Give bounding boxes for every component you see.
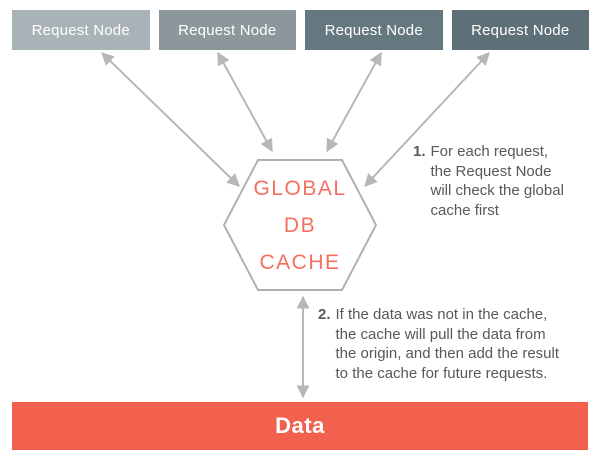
cache-label-line: GLOBAL: [253, 176, 347, 200]
annotation-line: cache first: [430, 201, 499, 219]
request-node-2: Request Node: [158, 10, 296, 50]
request-node-3: Request Node: [305, 10, 443, 50]
cache-hexagon-label: GLOBAL DB CACHE: [224, 160, 376, 290]
annotation-2: 2. If the data was not in the cache, the…: [318, 305, 559, 383]
data-origin-bar: Data: [12, 402, 588, 450]
annotation-2-number: 2.: [318, 306, 331, 323]
annotation-1: 1. For each request, the Request Node wi…: [413, 142, 564, 220]
arrow-node3-cache: [326, 51, 382, 153]
annotation-line: to the cache for future requests.: [335, 364, 548, 382]
cache-label-line: DB: [283, 213, 317, 237]
arrow-node1-cache: [101, 52, 240, 187]
annotation-line: the origin, and then add the result: [335, 345, 560, 362]
annotation-line: For each request,: [430, 143, 549, 160]
arrow-node2-cache: [217, 51, 273, 153]
annotation-2-text: If the data was not in the cache, the ca…: [336, 305, 560, 383]
annotation-line: the Request Node: [430, 162, 552, 180]
cache-label-line: CACHE: [259, 250, 341, 274]
annotation-line: If the data was not in the cache,: [335, 306, 548, 323]
annotation-line: the cache will pull the data from: [335, 325, 546, 343]
request-node-4: Request Node: [451, 10, 589, 50]
arrow-node4-cache: [364, 52, 490, 187]
annotation-1-number: 1.: [413, 143, 426, 160]
cache-hexagon: [222, 159, 378, 291]
request-node-1: Request Node: [12, 10, 150, 50]
annotation-line: will check the global: [430, 182, 564, 199]
request-node-row: Request Node Request Node Request Node R…: [12, 10, 589, 50]
annotation-1-text: For each request, the Request Node will …: [431, 142, 564, 220]
